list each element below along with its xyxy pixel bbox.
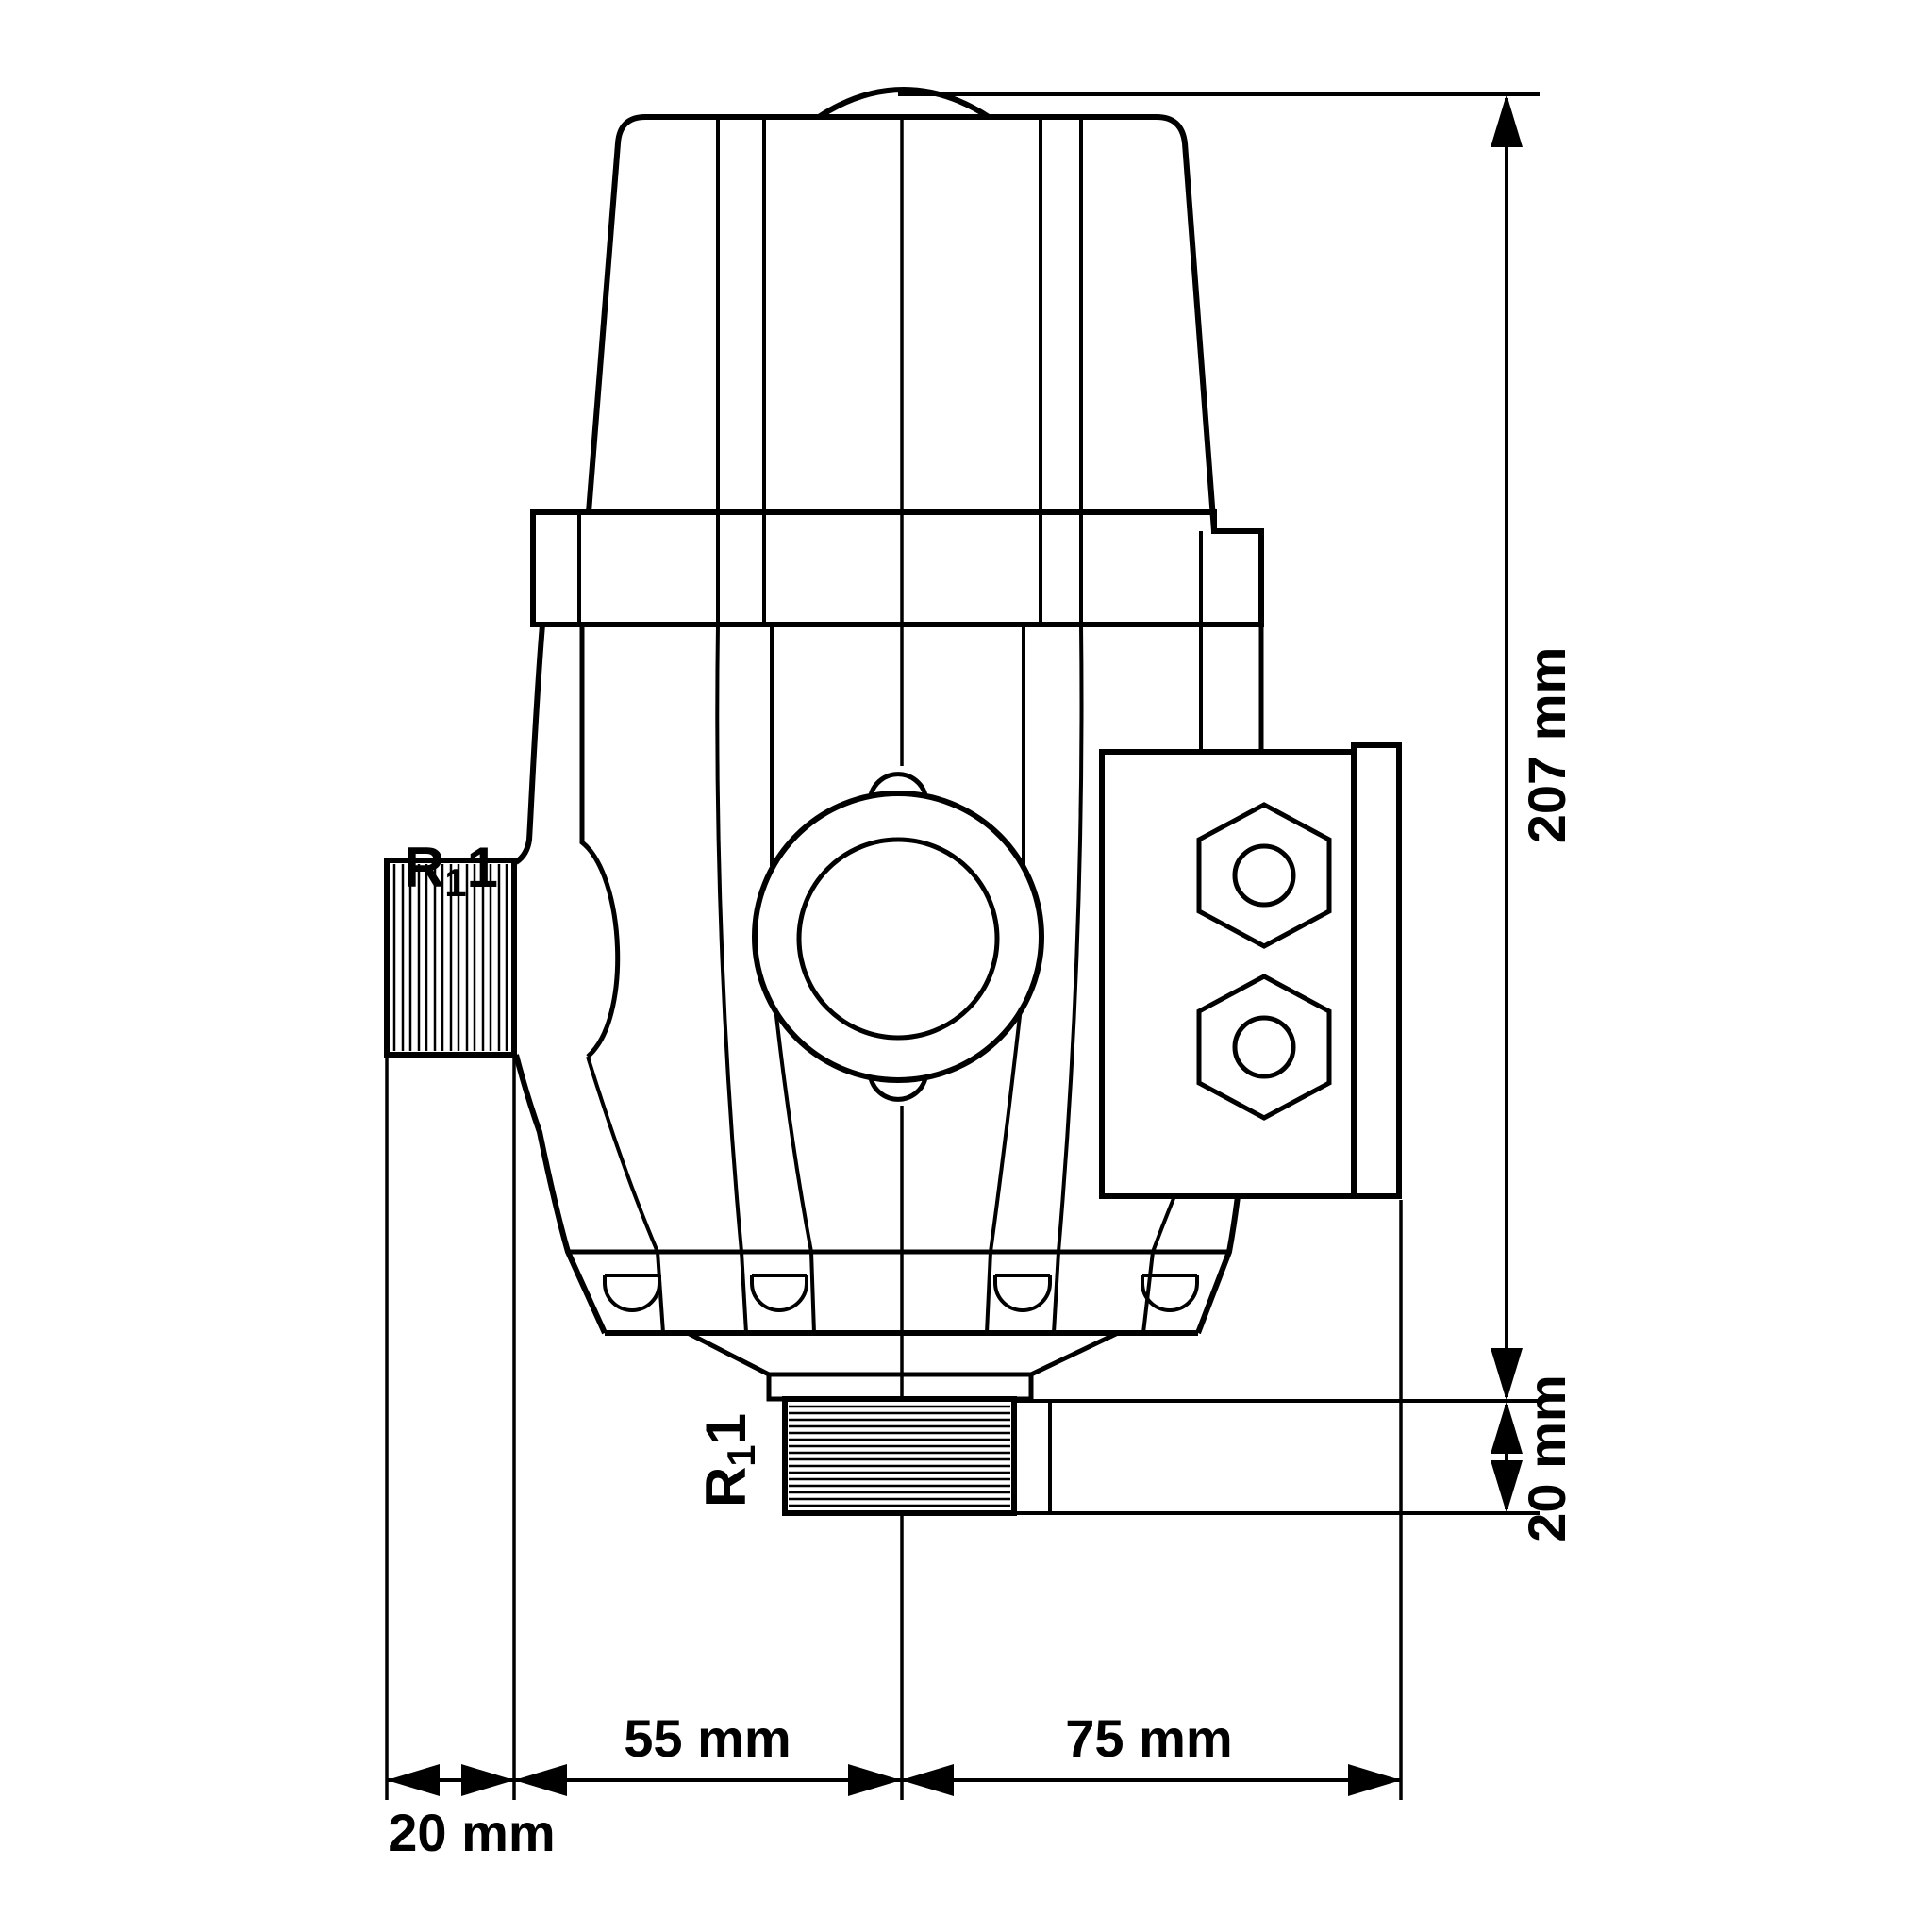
gland-hole-top [1232, 843, 1296, 908]
dim-label-bottom-thread-height: 20 mm [1517, 1374, 1576, 1541]
dimension-total-height: 207 mm [898, 92, 1576, 1401]
arrowhead-down [1491, 1348, 1523, 1401]
arrowhead-left [514, 1764, 567, 1796]
skirt-scallop-pockets [603, 1274, 1199, 1312]
arrowhead-left [901, 1764, 954, 1796]
hex-nut-bottom [1196, 974, 1332, 1121]
cable-gland-nut-bottom [1196, 974, 1332, 1121]
thread-size-labels: R11 R11 [404, 836, 763, 1507]
gland-hole-bottom [1232, 1015, 1296, 1079]
junction-box-face [1099, 749, 1357, 1199]
dim-label-axis-to-right: 75 mm [1065, 1708, 1232, 1768]
cap-dome [817, 86, 991, 120]
arrowhead-left [387, 1764, 440, 1796]
housing-right-edge-below-box [1195, 1195, 1241, 1335]
housing-skirt [568, 1249, 1229, 1336]
main-housing [513, 624, 1241, 1335]
dimension-bottom-thread-height: 20 mm [1014, 1374, 1576, 1542]
collar-band-outline [530, 509, 1264, 627]
bottom-flange [766, 1372, 1034, 1402]
hex-nut-top [1196, 802, 1332, 949]
inlet-boss-face [579, 625, 621, 1058]
arrowhead-up [1491, 1401, 1523, 1454]
side-thread-hatching [392, 864, 508, 1051]
bottom-connection [686, 1330, 1120, 1516]
housing-rib-lines [586, 624, 1176, 1253]
arrowhead-up [1491, 94, 1523, 147]
neck-left-taper [686, 1330, 771, 1377]
neck-right-taper [1029, 1330, 1120, 1377]
dimension-bottom-widths: 55 mm 75 mm 20 mm [385, 1058, 1403, 1862]
cap-flute-lines [716, 117, 1083, 512]
junction-box [1099, 742, 1402, 1199]
diaphragm-boss [752, 772, 1044, 1102]
extension-lines-bottom [385, 1058, 1403, 1800]
thread-label-size: 1 [467, 836, 498, 899]
dim-label-axis-to-left: 55 mm [624, 1708, 791, 1768]
side-thread-label: R11 [404, 836, 498, 905]
side-thread-body [384, 858, 517, 1058]
collar-band [530, 509, 1264, 752]
thread-label-size: 1 [694, 1413, 758, 1444]
cable-gland-nut-top [1196, 802, 1332, 949]
boss-inner-circle [796, 837, 1000, 1041]
device-outline [384, 86, 1402, 1800]
bottom-thread-label: R11 [694, 1413, 763, 1507]
housing-left-edge-upper [514, 624, 545, 865]
bottom-thread-hatching [789, 1405, 1010, 1507]
dimensions: 207 mm 20 mm 55 mm 75 mm [385, 92, 1576, 1862]
arrowhead-right [1348, 1764, 1401, 1796]
thread-label-subscript: 1 [719, 1444, 763, 1466]
boss-top-tab [868, 772, 928, 796]
side-connection [384, 858, 517, 1058]
housing-left-edge-lower [513, 1054, 608, 1335]
boss-bottom-tab [868, 1077, 928, 1102]
thread-label-subscript: 1 [444, 860, 466, 905]
bottom-thread-body [782, 1396, 1017, 1516]
junction-box-side-flange [1351, 742, 1402, 1199]
collar-band-ticks [577, 512, 1203, 752]
thread-label-prefix: R [404, 836, 444, 899]
arrowhead-down [1491, 1460, 1523, 1513]
boss-outer-circle [752, 791, 1044, 1083]
arrowhead-right [461, 1764, 514, 1796]
dim-label-left-thread-length: 20 mm [388, 1803, 555, 1862]
skirt-rib-lines [656, 1251, 1155, 1334]
dim-label-total-height: 207 mm [1517, 647, 1576, 844]
thread-label-prefix: R [694, 1467, 758, 1507]
arrowhead-right [848, 1764, 901, 1796]
